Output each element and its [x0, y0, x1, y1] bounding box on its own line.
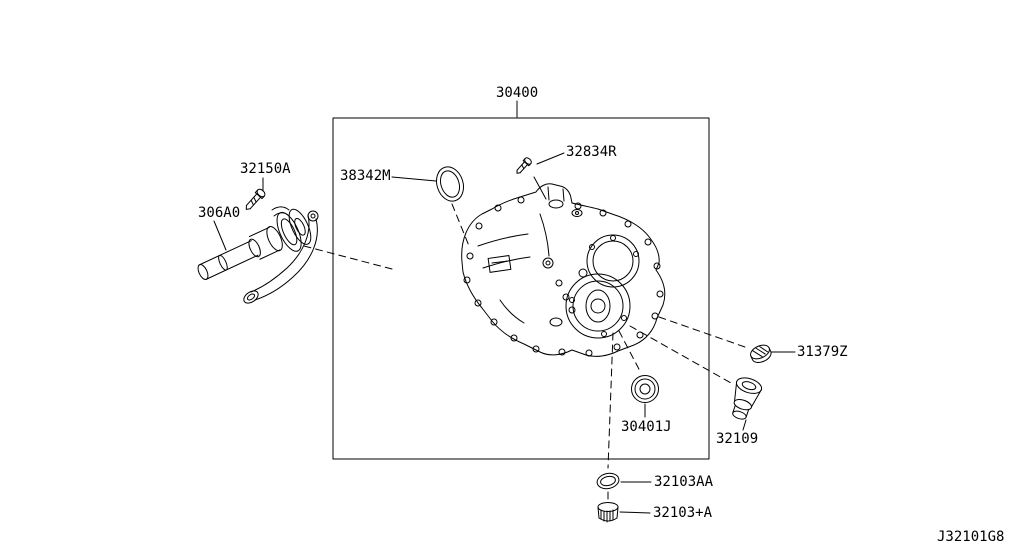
oil-seal-38342m-drawing	[436, 166, 464, 202]
leader-lines	[213, 100, 796, 514]
part-label-32834r[interactable]: 32834R	[566, 144, 617, 160]
part-label-32103aa[interactable]: 32103AA	[654, 474, 714, 490]
part-label-306a0[interactable]: 306A0	[198, 205, 241, 221]
part-label-32150a[interactable]: 32150A	[240, 161, 291, 177]
plug-31379z-drawing	[750, 344, 772, 363]
diagram-code: J32101G8	[937, 529, 1005, 545]
part-label-32109[interactable]: 32109	[716, 431, 759, 447]
transmission-case-drawing	[461, 183, 666, 357]
bolt-32150a-drawing	[245, 188, 266, 210]
clutch-release-assembly-drawing	[197, 206, 319, 304]
part-label-30401j[interactable]: 30401J	[621, 419, 672, 435]
oil-seal-30401j-drawing	[631, 375, 659, 403]
part-label-30400[interactable]: 30400	[496, 85, 539, 101]
part-label-38342m[interactable]: 38342M	[340, 168, 391, 184]
plug-32103a-drawing	[597, 502, 619, 523]
bolt-32834r-drawing	[516, 157, 532, 174]
o-ring-32103aa-drawing	[596, 472, 620, 490]
assembly-boundary-box	[332, 117, 710, 460]
part-label-31379z[interactable]: 31379Z	[797, 344, 848, 360]
placement-dashed-lines	[303, 203, 746, 503]
part-label-32103-a[interactable]: 32103+A	[653, 505, 713, 521]
shaft-32109-drawing	[732, 377, 763, 420]
